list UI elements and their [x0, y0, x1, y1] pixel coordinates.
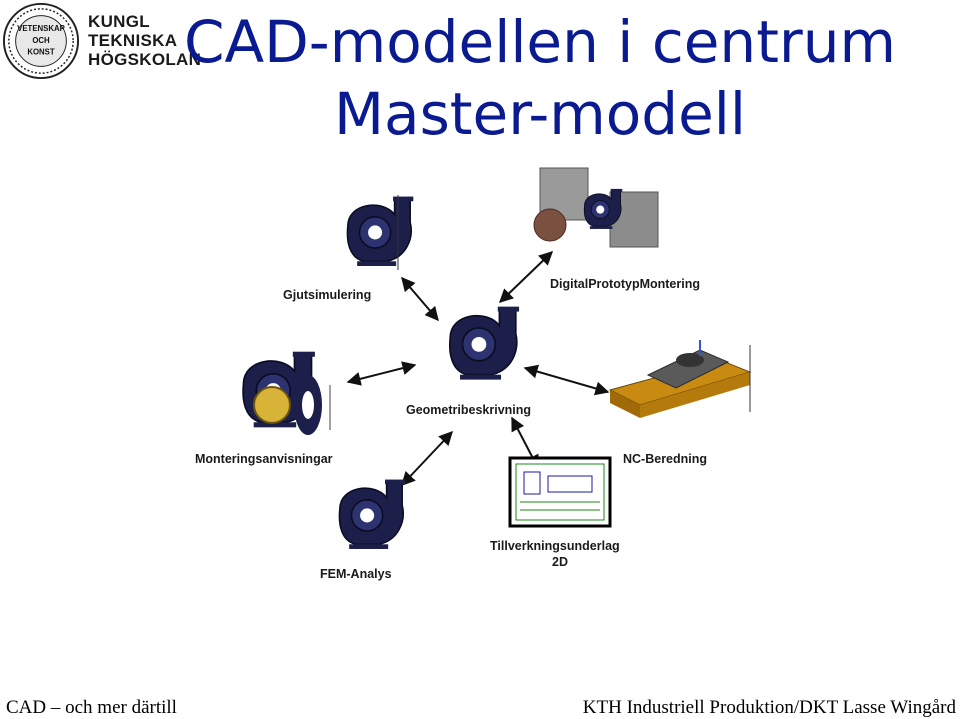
- logo-line-3: HÖGSKOLAN: [88, 50, 202, 69]
- seal-text-1: VETENSKAP: [17, 24, 65, 33]
- arrow-nc: [523, 364, 610, 396]
- kth-logo: VETENSKAP OCH KONST KUNGL TEKNISKA HÖGSK…: [0, 0, 201, 80]
- seal-text-2: OCH: [32, 36, 50, 45]
- gjut-pump-image: [346, 195, 415, 267]
- label-gjutsimulering: Gjutsimulering: [283, 288, 371, 302]
- kth-logo-text: KUNGL TEKNISKA HÖGSKOLAN: [88, 12, 201, 69]
- label-tillverkningsunderlag: Tillverkningsunderlag: [490, 539, 620, 553]
- seal-text-3: KONST: [27, 48, 55, 57]
- label-2d: 2D: [552, 555, 568, 569]
- nc-pallet-image: [608, 340, 752, 418]
- drawing-2d-image: [508, 456, 612, 528]
- master-model-diagram: Geometribeskrivning Gjutsimulering Digit…: [195, 167, 752, 581]
- montering-image: [242, 350, 331, 435]
- label-nc-beredning: NC-Beredning: [623, 452, 707, 466]
- slide-subtitle: Master-modell: [333, 80, 746, 148]
- arrow-fem: [401, 430, 453, 487]
- arrow-gjut: [401, 276, 439, 322]
- digital-prototype-image: [533, 167, 659, 248]
- arrow-montering: [346, 361, 417, 386]
- label-digitalprototyp: DigitalPrototypMontering: [550, 277, 700, 291]
- label-monteringsanvisningar: Monteringsanvisningar: [195, 452, 333, 466]
- center-pump-image: [448, 305, 520, 381]
- slide-title: CAD-modellen i centrum: [183, 8, 897, 76]
- fem-pump-image: [338, 478, 407, 550]
- logo-line-1: KUNGL: [88, 12, 150, 31]
- label-fem-analys: FEM-Analys: [320, 567, 392, 581]
- logo-line-2: TEKNISKA: [88, 31, 178, 50]
- label-geometribeskrivning: Geometribeskrivning: [406, 403, 531, 417]
- kth-seal-icon: VETENSKAP OCH KONST: [2, 2, 80, 80]
- arrow-digital: [498, 251, 554, 303]
- footer-right-text: KTH Industriell Produktion/DKT Lasse Win…: [582, 697, 956, 718]
- footer-left-text: CAD – och mer därtill: [6, 697, 177, 718]
